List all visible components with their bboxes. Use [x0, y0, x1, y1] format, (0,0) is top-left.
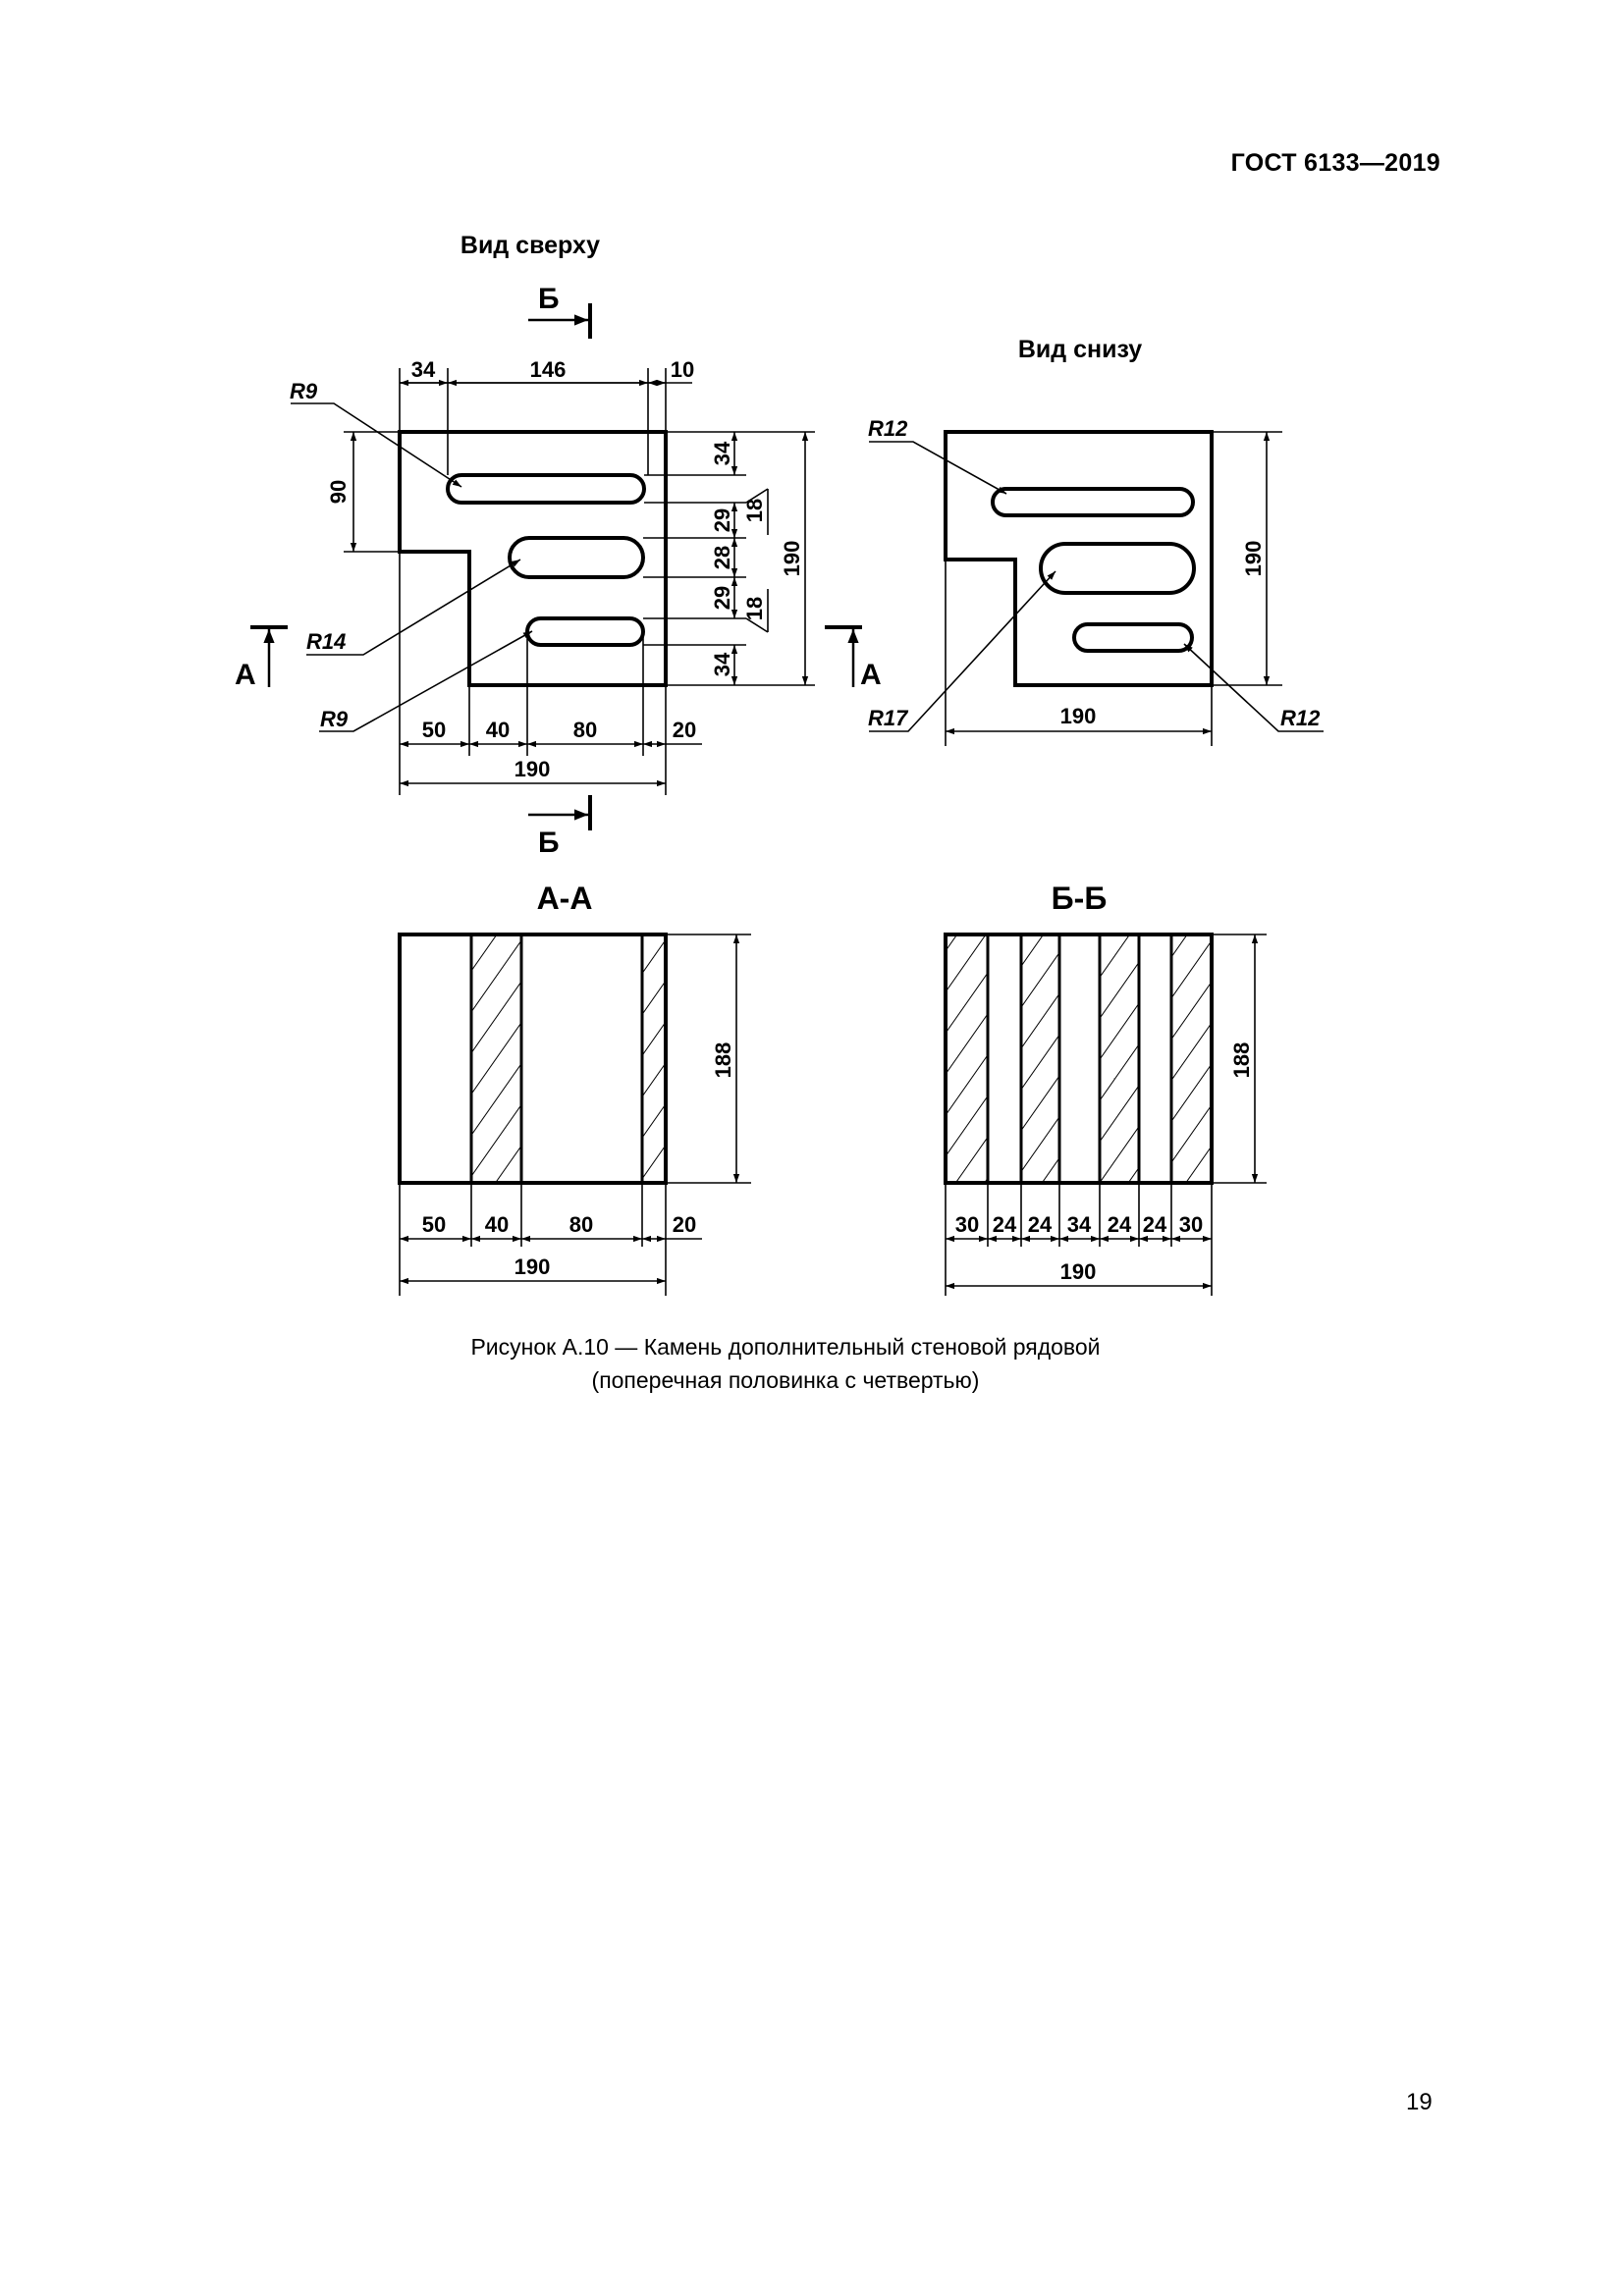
cut-label-a-right: А: [860, 659, 882, 691]
dim-29-lower: 29: [710, 586, 734, 610]
figure-caption: Рисунок А.10 — Камень дополнительный сте…: [295, 1330, 1276, 1397]
bottom-slot-lower: [1072, 622, 1194, 653]
cut-label-a-left: А: [235, 659, 256, 691]
cut-marker-b-top: Б: [528, 283, 592, 339]
radius-r17: R17: [868, 706, 909, 730]
section-aa: А-А 188 50 40 80 20 190: [398, 881, 751, 1296]
radius-r9-upper: R9: [290, 379, 318, 403]
top-slot-lower: [525, 616, 645, 647]
radius-r9-lower: R9: [320, 707, 349, 731]
dim-18-lower: 18: [742, 597, 767, 620]
section-aa-title: А-А: [537, 881, 593, 916]
dim-bb-2: 24: [993, 1212, 1017, 1237]
dim-80-top: 80: [573, 718, 597, 742]
bottom-slot-middle: [1039, 542, 1196, 595]
dim-34-top: 34: [411, 357, 436, 382]
dim-20-top: 20: [673, 718, 696, 742]
section-bb-web-2: [1019, 933, 1061, 1185]
top-view: Вид сверху 34 146 10 90: [290, 232, 815, 795]
dim-188-bb: 188: [1229, 1042, 1254, 1079]
section-aa-outline: [398, 933, 668, 1185]
section-aa-web: [469, 933, 523, 1185]
dim-18-upper: 18: [742, 499, 767, 522]
section-bb-outline: [944, 933, 1214, 1185]
dim-188-aa: 188: [711, 1042, 735, 1079]
cut-label-b-top: Б: [538, 283, 560, 315]
dim-190-aa: 190: [514, 1255, 551, 1279]
dim-190-right: 190: [780, 541, 804, 577]
top-view-outline: [398, 430, 668, 687]
section-bb-title: Б-Б: [1052, 881, 1108, 916]
radius-r12-lower: R12: [1280, 706, 1321, 730]
top-view-title: Вид сверху: [460, 232, 600, 259]
dim-20-aa: 20: [673, 1212, 696, 1237]
caption-line-2: (поперечная половинка с четвертью): [591, 1367, 980, 1393]
cut-marker-a-left: А: [235, 625, 288, 691]
top-slot-middle: [508, 536, 645, 579]
dim-190-bottom-view-bottom: 190: [1060, 704, 1097, 728]
dim-146: 146: [530, 357, 567, 382]
dim-34-right-upper: 34: [710, 441, 734, 465]
dim-190-bottom-view-right: 190: [1241, 541, 1266, 577]
section-bb-web-4: [1169, 933, 1214, 1185]
dim-bb-4: 34: [1067, 1212, 1092, 1237]
section-aa-shell: [640, 933, 668, 1185]
cut-marker-a-right: А: [825, 625, 882, 691]
dim-bb-6: 24: [1143, 1212, 1167, 1237]
dim-bb-1: 30: [955, 1212, 979, 1237]
page-number: 19: [1406, 2089, 1433, 2115]
radius-r12-upper: R12: [868, 416, 908, 441]
dim-40-top: 40: [486, 718, 510, 742]
cut-marker-b-bottom: Б: [528, 795, 592, 859]
dim-80-aa: 80: [569, 1212, 593, 1237]
dim-50-aa: 50: [422, 1212, 446, 1237]
bottom-view-title: Вид снизу: [1018, 336, 1142, 363]
bottom-slot-upper: [991, 487, 1195, 517]
dim-40-aa: 40: [485, 1212, 509, 1237]
bottom-view: Вид снизу 190 190 R12 R17 R12: [868, 336, 1324, 746]
dim-50-top: 50: [422, 718, 446, 742]
section-bb: Б-Б 188 30 24 24 34 24 24 30 190: [944, 881, 1267, 1296]
radius-r14: R14: [306, 629, 346, 654]
dim-bb-7: 30: [1179, 1212, 1203, 1237]
dim-190-top-bottom: 190: [514, 757, 551, 781]
dim-bb-5: 24: [1108, 1212, 1132, 1237]
top-slot-upper: [446, 473, 646, 505]
section-bb-web-3: [1098, 933, 1141, 1185]
dim-34-right-lower: 34: [710, 652, 734, 676]
dim-90: 90: [326, 480, 351, 504]
dim-28: 28: [710, 546, 734, 569]
cut-label-b-bottom: Б: [538, 827, 560, 859]
dim-29-upper: 29: [710, 508, 734, 532]
dim-190-bb: 190: [1060, 1259, 1097, 1284]
dim-10: 10: [671, 357, 694, 382]
document-code: ГОСТ 6133—2019: [1230, 149, 1440, 177]
section-bb-web-1: [944, 933, 990, 1185]
caption-line-1: Рисунок А.10 — Камень дополнительный сте…: [470, 1334, 1101, 1360]
dim-bb-3: 24: [1028, 1212, 1053, 1237]
